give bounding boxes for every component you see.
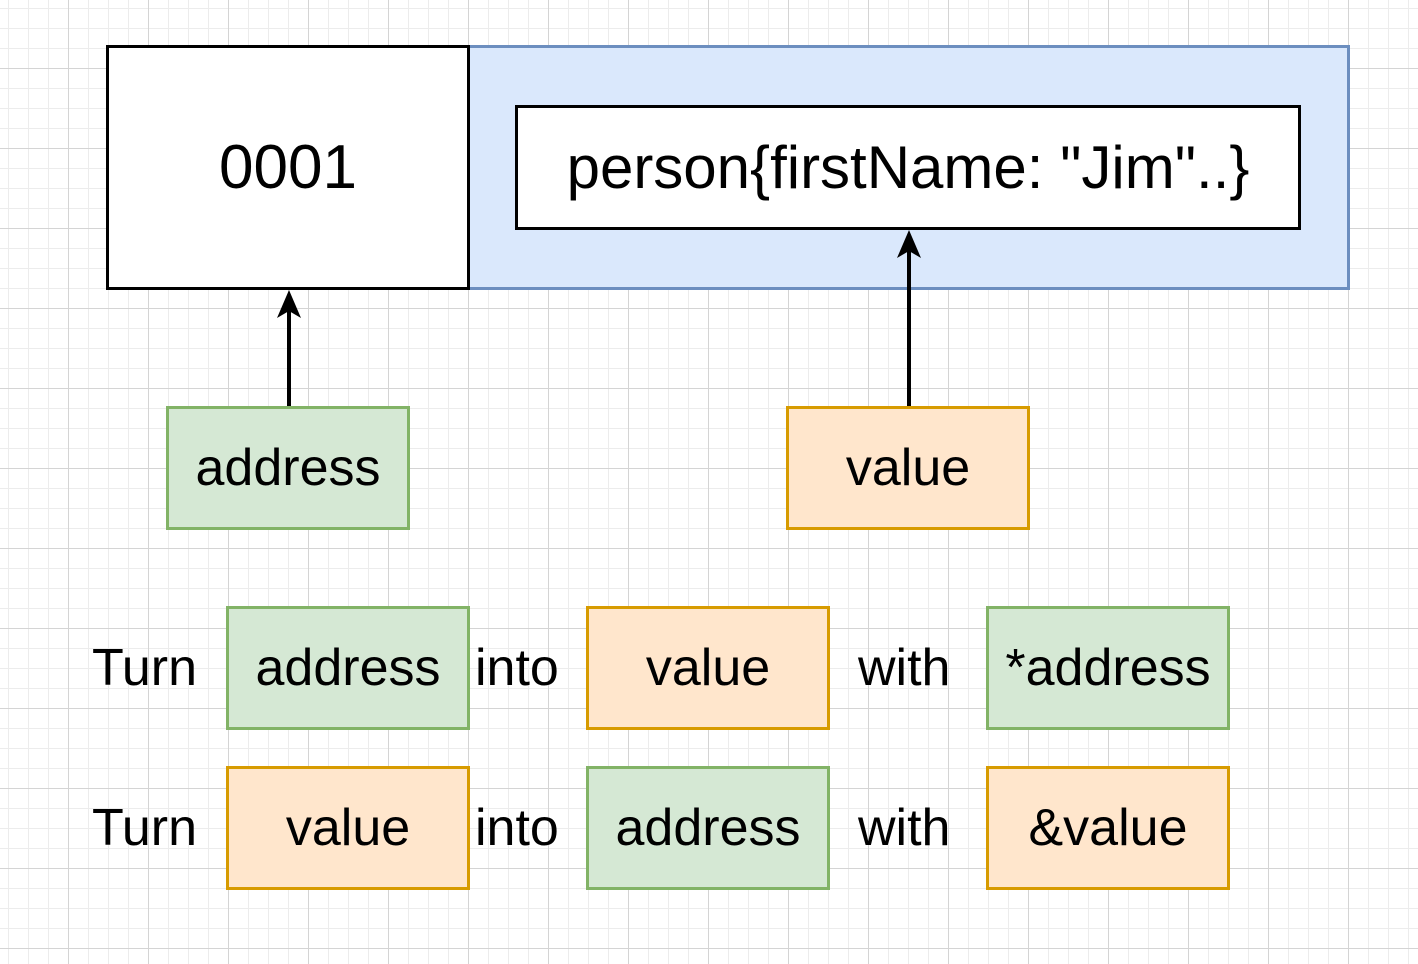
memory-value-cell: person{firstName: "Jim"..} [515, 105, 1301, 230]
address-label-box: address [166, 406, 410, 530]
value-label-box: value [786, 406, 1030, 530]
memory-address-cell: 0001 [106, 45, 470, 290]
row2-into-text: into [475, 799, 559, 857]
row2-turn-text: Turn [92, 799, 197, 857]
address-arrow-head [277, 290, 301, 318]
row2-with-text: with [858, 799, 951, 857]
row1-turn-text: Turn [92, 639, 197, 697]
row1-into-text: into [475, 639, 559, 697]
row1-with-text: with [858, 639, 951, 697]
row1-address-box: address [226, 606, 470, 730]
row2-address-of-box: &value [986, 766, 1230, 890]
row1-dereference-box: *address [986, 606, 1230, 730]
row1-value-box: value [586, 606, 830, 730]
row2-address-box: address [586, 766, 830, 890]
value-arrow-head [897, 230, 921, 258]
row2-value-box: value [226, 766, 470, 890]
